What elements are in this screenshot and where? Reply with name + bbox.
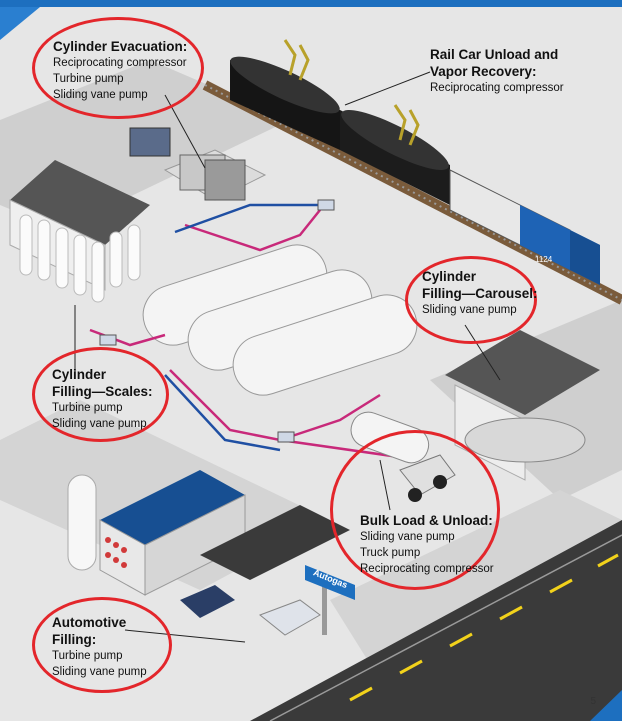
label-title: Rail Car Unload and [430, 47, 559, 62]
label-title: Bulk Load & Unload: [360, 513, 493, 528]
locomotive-number: 1124 [535, 255, 553, 264]
label-title: Vapor Recovery: [430, 64, 537, 79]
label-title: Filling—Carousel: [422, 286, 538, 301]
header-band [0, 0, 622, 7]
label-title: Cylinder Evacuation: [53, 39, 188, 54]
rail-track [202, 80, 622, 305]
label-title: Automotive [52, 615, 127, 630]
label-item: Sliding vane pump [422, 304, 517, 316]
label-item: Reciprocating compressor [430, 82, 564, 94]
page-number: 5 [590, 696, 596, 707]
pipe-valve [317, 199, 335, 211]
label-title: Filling: [52, 632, 97, 647]
label-item: Turbine pump [52, 402, 123, 414]
rail-cars [230, 56, 450, 205]
ground-path [330, 490, 622, 680]
ring-cylinder-filling-scales [32, 347, 169, 442]
storage-tanks [142, 244, 418, 396]
label-item: Turbine pump [52, 650, 123, 662]
ring-cylinder-evacuation [32, 17, 204, 119]
label-item: Turbine pump [53, 73, 124, 85]
road-center-line [349, 553, 619, 702]
ring-bulk-load [330, 430, 500, 590]
label-item: Sliding vane pump [52, 418, 147, 430]
footer-corner [590, 690, 622, 721]
label-bulk-load: Bulk Load & Unload: Sliding vane pump Tr… [360, 512, 494, 577]
label-cylinder-filling-scales: Cylinder Filling—Scales: Turbine pump Sl… [52, 366, 153, 432]
label-item: Truck pump [360, 547, 421, 559]
label-title: Cylinder [422, 269, 477, 284]
label-title: Cylinder [52, 367, 107, 382]
loading-arms [283, 39, 420, 146]
vertical-tank [67, 474, 97, 571]
carousel-shed [445, 330, 600, 481]
evacuation-equipment [129, 127, 267, 201]
label-item: Reciprocating compressor [360, 563, 494, 575]
header-corner [0, 7, 40, 40]
scales-shed [9, 160, 150, 303]
pipe-valve [99, 334, 117, 346]
label-automotive: Automotive Filling: Turbine pump Sliding… [52, 614, 147, 680]
label-item: Sliding vane pump [53, 89, 148, 101]
locomotive: 1124 [449, 169, 600, 285]
pipe-valve [277, 431, 295, 443]
ring-automotive [32, 597, 172, 693]
label-item: Reciprocating compressor [53, 57, 187, 69]
gas-station [99, 470, 350, 596]
ring-cylinder-filling-carousel [405, 256, 537, 344]
label-rail-car: Rail Car Unload and Vapor Recovery: Reci… [430, 46, 564, 96]
label-cylinder-evacuation: Cylinder Evacuation: Reciprocating compr… [53, 38, 187, 103]
label-cylinder-filling-carousel: Cylinder Filling—Carousel: Sliding vane … [422, 268, 538, 318]
label-title: Filling—Scales: [52, 384, 153, 399]
road-edge [269, 534, 622, 721]
label-item: Sliding vane pump [52, 666, 147, 678]
road [250, 520, 622, 721]
label-item: Sliding vane pump [360, 531, 455, 543]
cars [180, 585, 321, 636]
